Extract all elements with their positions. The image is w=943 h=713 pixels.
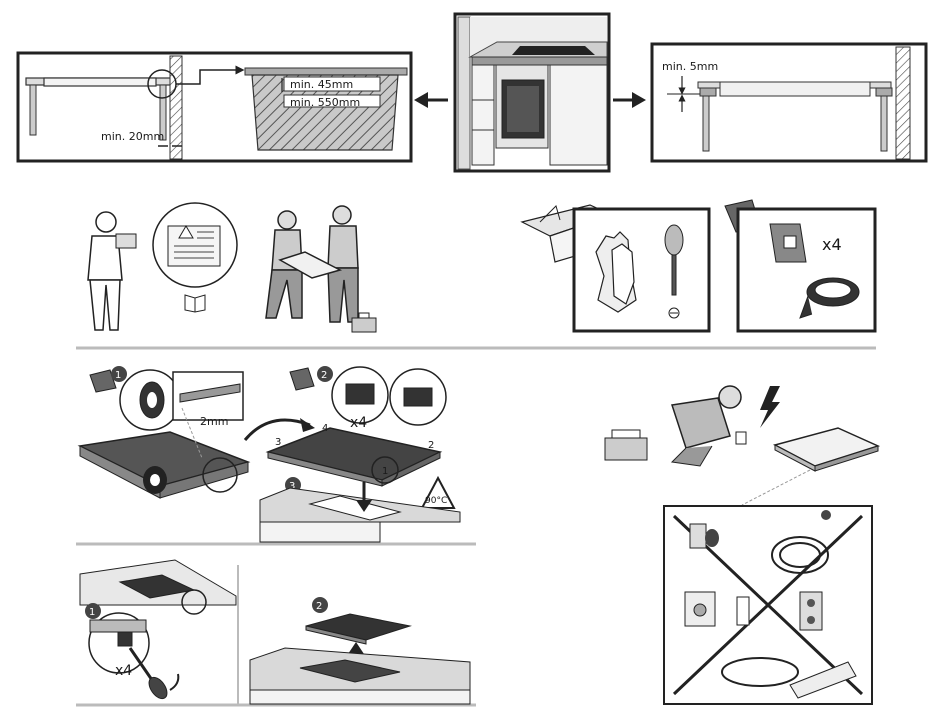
removal-step-lift: 2	[249, 597, 471, 705]
seal-gap-label: 2mm	[200, 415, 228, 428]
removal-quantity-label: x4	[115, 663, 132, 679]
arrow-left-icon	[414, 92, 448, 108]
corner-label-4: 4	[322, 423, 328, 434]
tools-illustration	[520, 204, 711, 333]
sealing-tape-roll-icon	[799, 277, 860, 319]
plug-adapter-icon	[689, 523, 719, 549]
two-installers-illustration	[265, 205, 377, 333]
remote-control-icon	[736, 596, 750, 626]
seal-application-step: 1 2mm	[77, 366, 251, 499]
bracket-icon	[769, 223, 807, 263]
top-clearance-label: min. 5mm	[662, 60, 718, 73]
prohibited-connections-panel	[663, 505, 873, 705]
removal-step1-number: 1	[89, 607, 95, 618]
multi-socket-strip-icon	[721, 657, 857, 699]
toolbox-icon	[604, 429, 648, 461]
removal-step-unscrew: 1 x4	[79, 559, 237, 700]
insert-step-number: 3	[289, 481, 295, 492]
bracket-quantity-label: x4	[822, 235, 842, 254]
width-min-label: min. 550mm	[290, 96, 360, 109]
protective-gloves-icon	[595, 231, 637, 313]
side-gap-label: min. 20mm	[101, 130, 164, 143]
hot-surface-warning-icon: 90°C	[420, 475, 456, 509]
bracket-quantity-label: x4	[350, 415, 367, 431]
arrow-right-icon	[613, 92, 646, 108]
timer-switch-icon	[684, 591, 716, 627]
lightning-bolt-icon	[760, 386, 780, 428]
kitchen-overview-panel	[453, 12, 611, 173]
toolbox-icon	[351, 312, 377, 333]
bracket-step-number: 2	[321, 370, 327, 381]
extension-cord-icon	[771, 510, 831, 574]
depth-min-label: min. 45mm	[290, 78, 353, 91]
screwdriver-icon	[664, 224, 684, 319]
temperature-warning-label: 90°C	[425, 496, 447, 506]
top-clearance-panel: min. 5mm	[650, 42, 928, 163]
accessories-box: x4	[724, 199, 877, 333]
corner-label-2: 2	[428, 440, 434, 451]
bracket-mounting-step: 2 x4 3 4 2 1 90°C 3	[243, 366, 461, 543]
read-manual-illustration	[87, 202, 238, 331]
corner-label-1: 1	[382, 466, 388, 477]
manual-book-icon	[184, 294, 206, 313]
electrician-connection-step	[604, 385, 881, 506]
seal-step-number: 1	[115, 370, 121, 381]
side-clearance-panel: min. 20mm min. 45mm min. 550mm	[16, 51, 413, 163]
corner-label-3: 3	[275, 437, 281, 448]
cutout-detail: min. 45mm min. 550mm	[244, 67, 408, 151]
removal-step2-number: 2	[316, 601, 322, 612]
screwdriver-icon	[128, 647, 180, 700]
double-socket-icon	[799, 591, 823, 631]
